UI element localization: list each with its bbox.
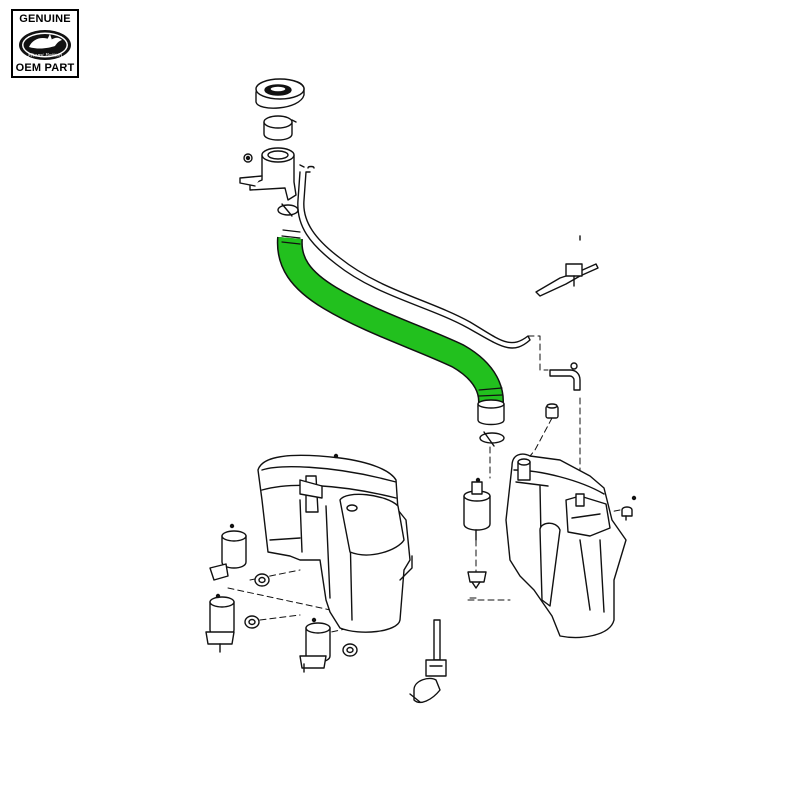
brand-logo-icon: Miami British [19, 30, 71, 60]
harness-clip[interactable] [535, 235, 599, 297]
filler-seal[interactable] [263, 115, 297, 141]
elbow-connector[interactable] [549, 362, 581, 391]
front-pump-grommet-2[interactable] [244, 615, 260, 629]
front-washer-pump-1[interactable] [209, 523, 247, 581]
overflow-pipe[interactable] [297, 165, 531, 349]
front-washer-pump-3[interactable] [299, 617, 331, 673]
reservoir-screw[interactable] [621, 495, 637, 521]
front-pump-grommet-1[interactable] [254, 573, 270, 587]
level-sensor[interactable] [409, 619, 447, 704]
grommet[interactable] [545, 403, 559, 419]
rear-washer-pump[interactable] [463, 477, 491, 541]
hose-clip-upper[interactable] [277, 203, 299, 217]
genuine-oem-badge: GENUINE Miami British OEM PART [11, 9, 79, 78]
logo-script-text: Miami British [27, 53, 63, 59]
badge-oem-text: OEM PART [15, 62, 75, 74]
hose-end-lower[interactable] [477, 399, 505, 426]
filler-hose[interactable] [276, 229, 504, 413]
rear-washer-reservoir[interactable] [505, 453, 627, 639]
filler-neck[interactable] [239, 147, 305, 201]
front-washer-reservoir[interactable] [257, 453, 413, 633]
rear-pump-grommet[interactable] [467, 571, 487, 589]
front-pump-grommet-3[interactable] [342, 643, 358, 657]
hose-clip-lower[interactable] [479, 431, 505, 447]
front-washer-pump-2[interactable] [205, 593, 235, 653]
badge-genuine-text: GENUINE [19, 13, 71, 25]
filler-cap[interactable] [255, 78, 305, 109]
